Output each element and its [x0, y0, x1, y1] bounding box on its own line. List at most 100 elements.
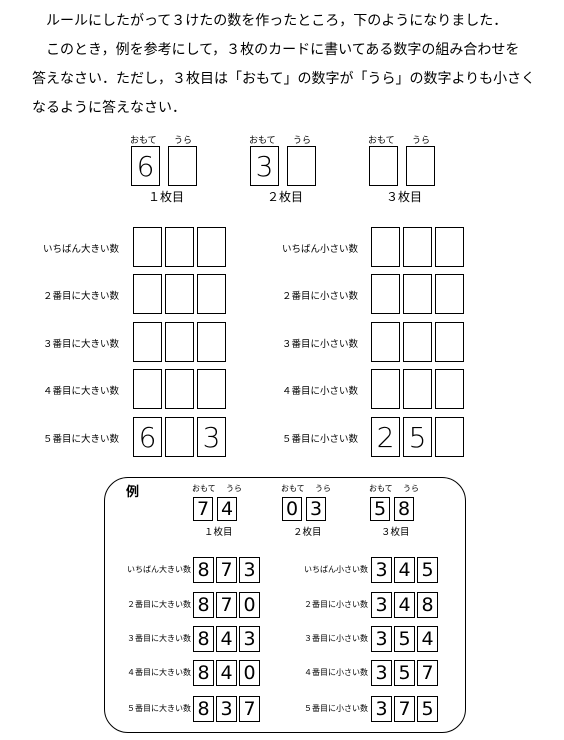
right-answer-digit: 5: [403, 417, 432, 457]
right-answer-digit: [435, 274, 464, 314]
right-answer-digit: [435, 369, 464, 409]
card-front-digit: [369, 146, 398, 186]
left-answer-digit: [165, 369, 194, 409]
left-answer-digit: [165, 227, 194, 267]
example-left-label: ２番目に大きい数: [127, 600, 191, 609]
left-answer-digit: [197, 322, 226, 362]
example-title: 例: [126, 485, 140, 500]
example-right-digit: 8: [417, 592, 438, 618]
example-right-digit: 7: [417, 660, 438, 686]
example-front-caption: おもて: [281, 484, 305, 493]
right-answer-label: ５番目に小さい数: [282, 434, 359, 445]
example-right-digit: 3: [371, 557, 392, 583]
left-answer-digit: [133, 369, 162, 409]
card-front-caption: おもて: [368, 136, 395, 146]
example-card-label: １枚目: [204, 527, 233, 538]
card-front-digit: 3: [250, 146, 279, 186]
card-back-digit: [406, 146, 435, 186]
example-right-label: ２番目に小さい数: [304, 600, 368, 609]
left-answer-digit: [133, 322, 162, 362]
card-back-caption: うら: [412, 136, 431, 146]
example-right-digit: 5: [417, 696, 438, 722]
right-answer-digit: [371, 227, 400, 267]
card-back-digit: [168, 146, 197, 186]
left-answer-digit: 3: [197, 417, 226, 457]
example-left-digit: 3: [216, 696, 237, 722]
right-answer-digit: [435, 227, 464, 267]
right-answer-digit: [371, 369, 400, 409]
instruction-line-1: ルールにしたがって３けたの数を作ったところ，下のようになりました．: [46, 13, 508, 29]
card-front-digit: 6: [131, 146, 160, 186]
example-right-digit: 3: [371, 592, 392, 618]
example-right-digit: 4: [394, 592, 415, 618]
example-right-digit: 3: [371, 696, 392, 722]
example-left-digit: 8: [193, 557, 214, 583]
right-answer-digit: [403, 274, 432, 314]
example-right-digit: 5: [394, 626, 415, 652]
example-left-digit: 7: [216, 557, 237, 583]
right-answer-digit: [435, 417, 464, 457]
example-left-label: ５番目に大きい数: [127, 704, 191, 713]
example-left-digit: 4: [216, 660, 237, 686]
example-right-label: ４番目に小さい数: [304, 668, 368, 677]
right-answer-digit: [371, 322, 400, 362]
card-front-caption: おもて: [130, 136, 157, 146]
left-answer-digit: [197, 369, 226, 409]
example-back-caption: うら: [315, 484, 331, 493]
right-answer-label: いちばん小さい数: [282, 244, 359, 255]
example-right-label: ３番目に小さい数: [304, 634, 368, 643]
example-left-digit: 8: [193, 626, 214, 652]
example-front-caption: おもて: [369, 484, 393, 493]
example-right-label: いちばん小さい数: [304, 565, 368, 574]
example-card-back: 8: [394, 497, 414, 521]
example-right-digit: 5: [417, 557, 438, 583]
left-answer-digit: [133, 274, 162, 314]
left-answer-digit: [133, 227, 162, 267]
card-back-caption: うら: [174, 136, 193, 146]
right-answer-digit: [435, 322, 464, 362]
left-answer-digit: [165, 322, 194, 362]
example-card-back: 3: [306, 497, 326, 521]
card-label: ２枚目: [267, 190, 304, 204]
example-right-digit: 4: [417, 626, 438, 652]
example-right-digit: 3: [371, 660, 392, 686]
left-answer-label: ３番目に大きい数: [43, 339, 120, 350]
example-left-digit: 3: [239, 626, 260, 652]
example-card-label: ３枚目: [381, 527, 410, 538]
instruction-line-2: このとき，例を参考にして，３枚のカードに書いてある数字の組み合わせを: [46, 42, 520, 58]
instruction-line-4: なるように答えなさい．: [32, 100, 186, 116]
right-answer-digit: 2: [371, 417, 400, 457]
left-answer-digit: [165, 417, 194, 457]
left-answer-label: ５番目に大きい数: [43, 434, 120, 445]
example-left-digit: 7: [239, 696, 260, 722]
instruction-line-3: 答えなさい．ただし，３枚目は「おもて」の数字が「うら」の数字よりも小さく: [32, 71, 536, 87]
example-left-digit: 0: [239, 592, 260, 618]
example-right-digit: 5: [394, 660, 415, 686]
example-left-label: ３番目に大きい数: [127, 634, 191, 643]
left-answer-digit: [165, 274, 194, 314]
example-left-digit: 8: [193, 696, 214, 722]
right-answer-digit: [403, 322, 432, 362]
example-frame: [104, 477, 466, 733]
example-right-digit: 7: [394, 696, 415, 722]
right-answer-digit: [403, 227, 432, 267]
example-front-caption: おもて: [192, 484, 216, 493]
example-left-digit: 0: [239, 660, 260, 686]
example-left-digit: 3: [239, 557, 260, 583]
right-answer-label: ３番目に小さい数: [282, 339, 359, 350]
right-answer-digit: [371, 274, 400, 314]
example-right-digit: 3: [371, 626, 392, 652]
card-label: １枚目: [148, 190, 185, 204]
example-left-digit: 7: [216, 592, 237, 618]
card-back-caption: うら: [293, 136, 312, 146]
example-right-digit: 4: [394, 557, 415, 583]
example-card-back: 4: [217, 497, 237, 521]
right-answer-label: ４番目に小さい数: [282, 386, 359, 397]
example-left-digit: 8: [193, 660, 214, 686]
example-left-label: いちばん大きい数: [127, 565, 191, 574]
example-card-front: 7: [193, 497, 213, 521]
card-label: ３枚目: [386, 190, 423, 204]
right-answer-label: ２番目に小さい数: [282, 291, 359, 302]
example-left-digit: 4: [216, 626, 237, 652]
example-left-label: ４番目に大きい数: [127, 668, 191, 677]
